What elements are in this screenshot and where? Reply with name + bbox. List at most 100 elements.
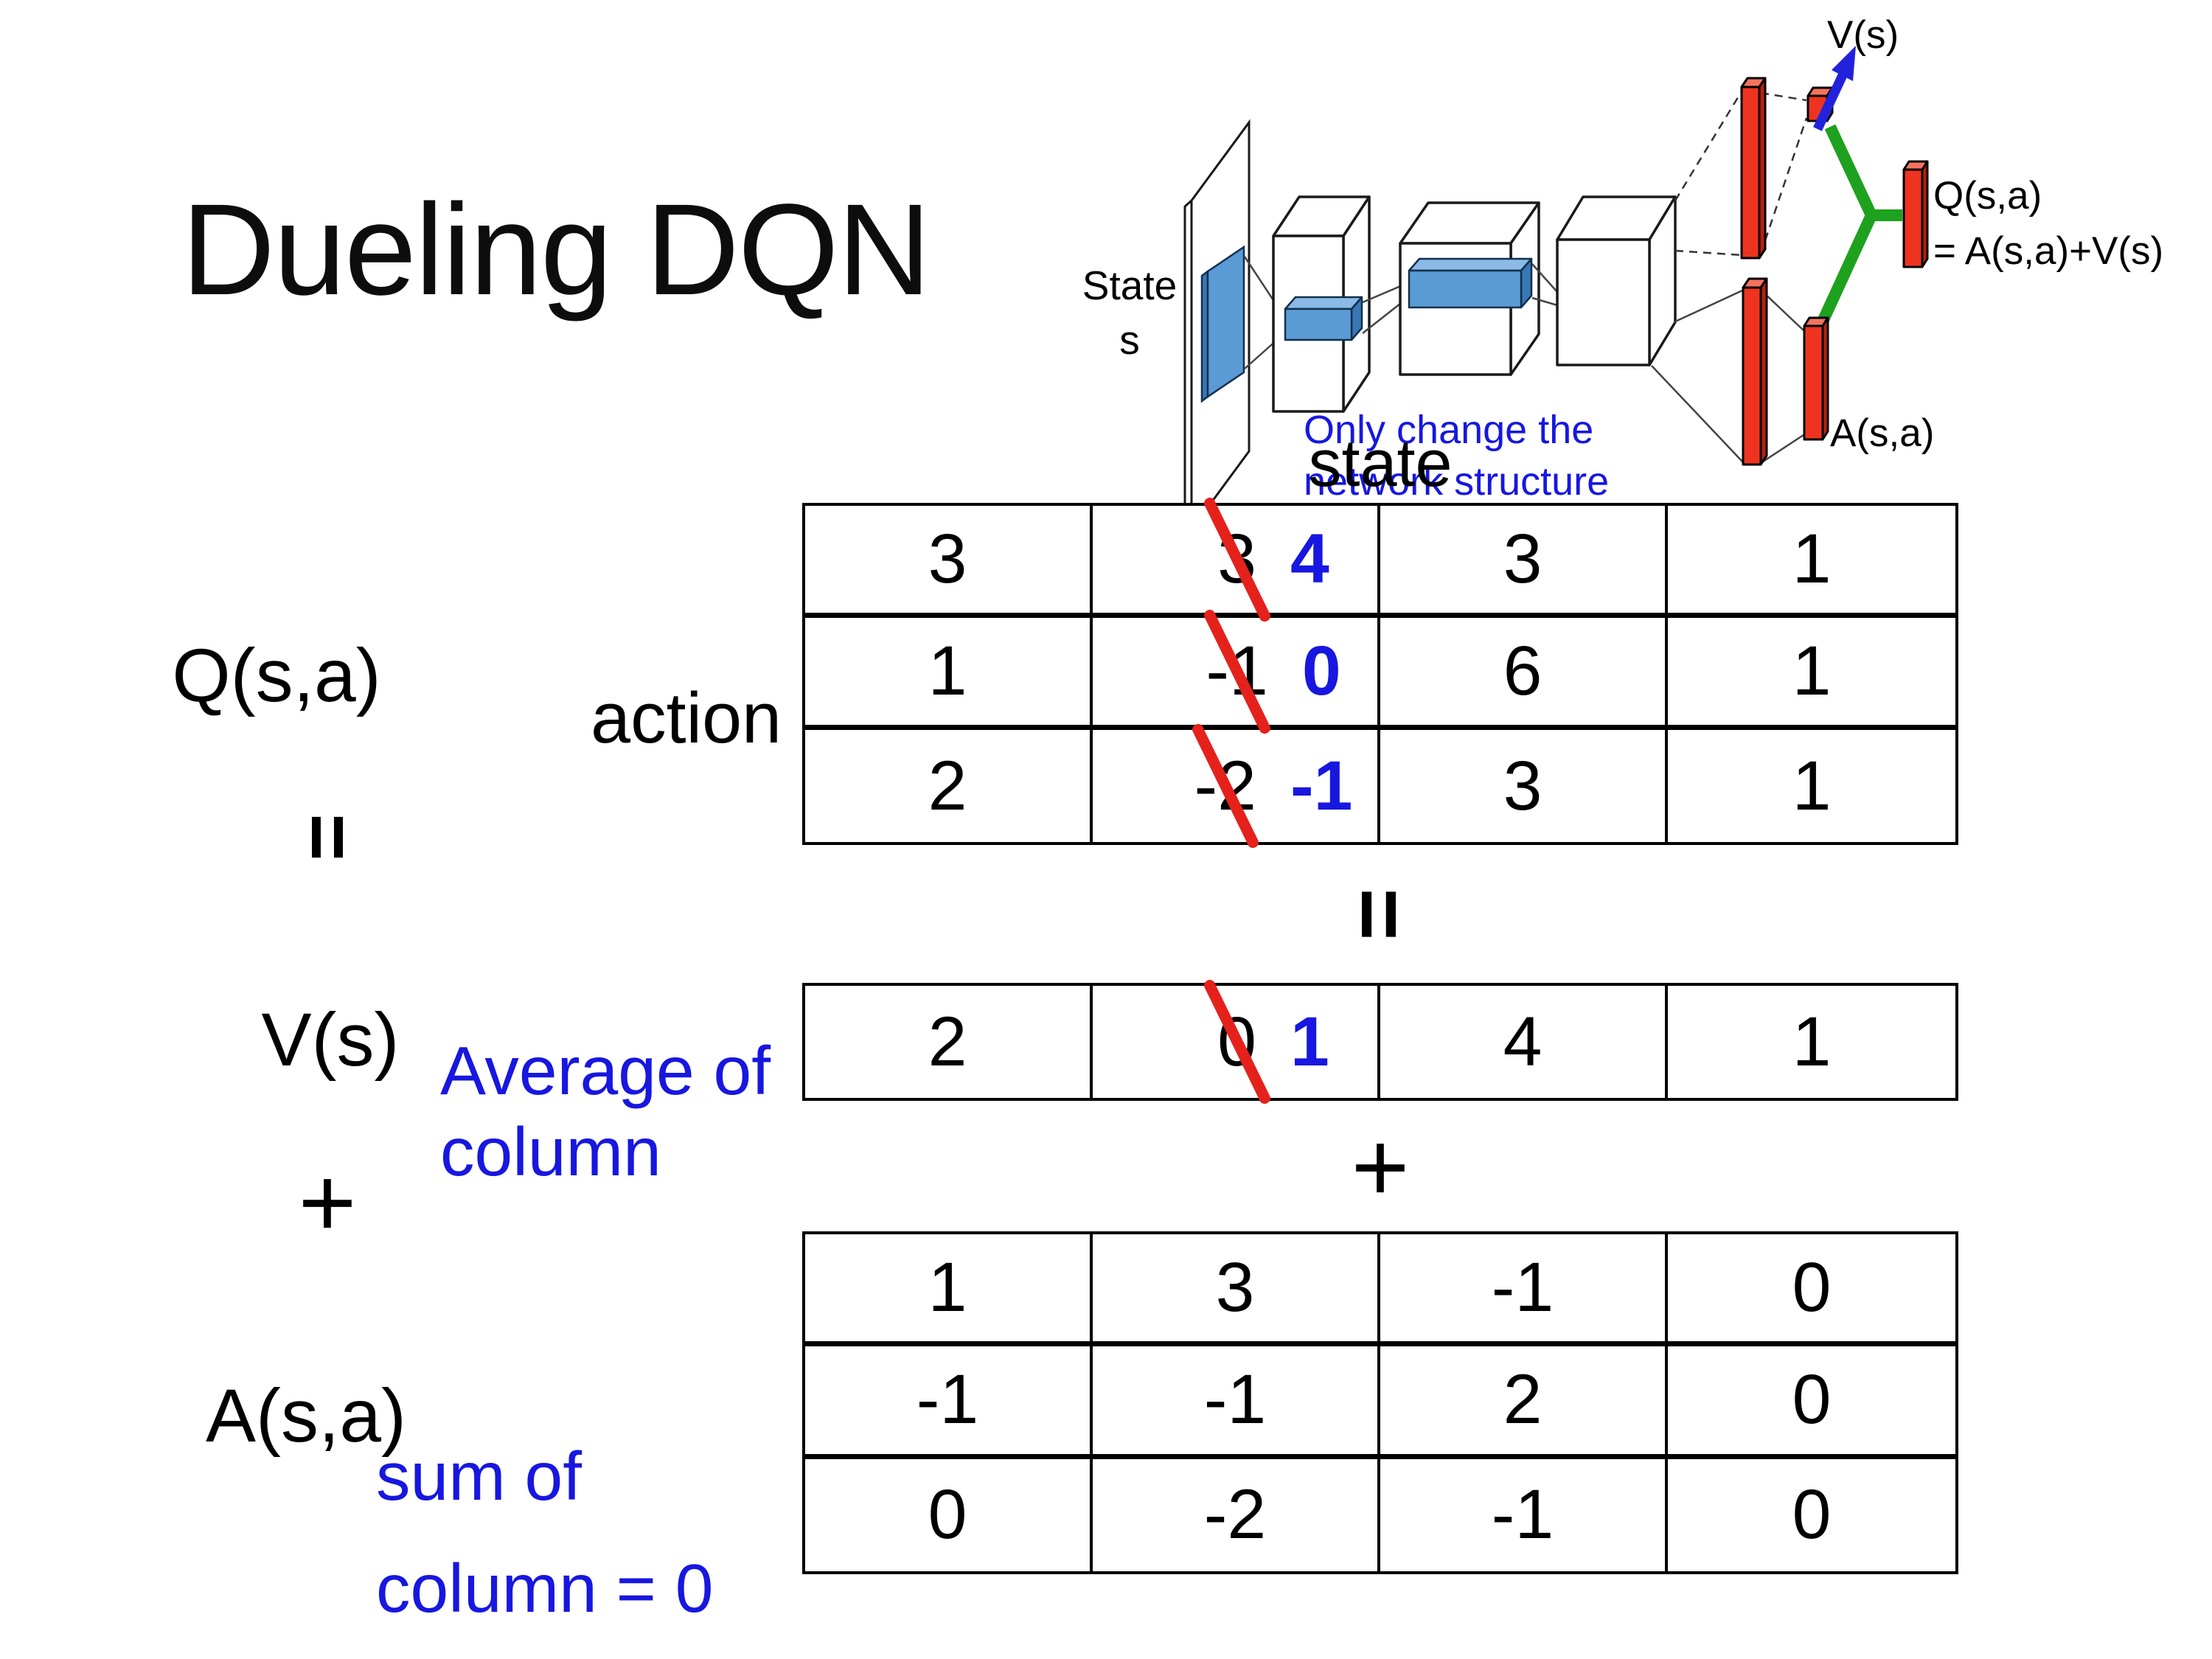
- conv-lines-3: [1531, 263, 1558, 307]
- corrected-value: -1: [1290, 746, 1353, 825]
- a-value: -1: [1491, 1475, 1554, 1554]
- a-cell: 2: [1380, 1346, 1668, 1459]
- diagram-q-label: Q(s,a) = A(s,a)+V(s): [1933, 168, 2163, 279]
- v-value: 2: [928, 1002, 967, 1081]
- q-cell: 3: [1380, 506, 1668, 618]
- diagram-note-line2: network structure: [1304, 459, 1610, 504]
- a-cell: -2: [1093, 1458, 1380, 1571]
- v-matrix-label: V(s): [261, 998, 400, 1082]
- value-stream-dashed-lines: [1674, 91, 1808, 257]
- feature-slab-1: [1284, 296, 1363, 341]
- fc-bar-advantage: [1742, 277, 1768, 466]
- a-cell: 1: [805, 1234, 1093, 1347]
- a-value: -1: [1491, 1248, 1554, 1327]
- conv-layer-1: [1272, 195, 1371, 413]
- a-cell: -1: [1093, 1346, 1380, 1459]
- advantage-stream-lines: [1651, 289, 1804, 463]
- a-cell: 0: [1668, 1346, 1955, 1459]
- diagram-q-label-line1: Q(s,a): [1933, 174, 2042, 218]
- feature-slab-2: [1408, 257, 1533, 309]
- v-cell: 2: [805, 986, 1093, 1098]
- a-cell: 0: [805, 1458, 1093, 1571]
- a-cell: 0: [1668, 1234, 1955, 1347]
- v-value: 1: [1792, 1002, 1832, 1081]
- conv-layer-3: [1556, 195, 1677, 366]
- a-cell: 3: [1093, 1234, 1380, 1347]
- a-value: -2: [1203, 1475, 1267, 1554]
- corrected-pair: -1 0: [1202, 608, 1341, 735]
- action-axis-label: action: [591, 678, 782, 758]
- a-cell: -1: [1380, 1234, 1668, 1347]
- q-cell: 3: [805, 506, 1093, 618]
- corrected-pair: 0 1: [1202, 978, 1329, 1106]
- a-matrix-label: A(s,a): [205, 1374, 407, 1458]
- diagram-value-label: V(s): [1827, 13, 1899, 57]
- a-cell: -1: [1380, 1458, 1668, 1571]
- a-cell: 0: [1668, 1459, 1955, 1571]
- q-value: 1: [1792, 632, 1832, 710]
- corrected-pair: 3 4: [1202, 495, 1329, 623]
- a-value: -1: [916, 1360, 979, 1439]
- sum-note-line1: sum of: [376, 1438, 582, 1514]
- corrected-value: 1: [1290, 1002, 1329, 1081]
- page-title: Dueling DQN: [181, 178, 931, 322]
- q-cell-corrected: 3 4: [1093, 495, 1380, 623]
- q-cell: 1: [1668, 730, 1955, 842]
- strike-mark: [1202, 495, 1272, 623]
- q-cell: 6: [1380, 618, 1668, 730]
- sum-note-line2: column = 0: [376, 1550, 714, 1627]
- average-note-line2: column: [440, 1113, 661, 1190]
- advantage-vector-bar: [1803, 316, 1829, 441]
- v-cell-corrected: 0 1: [1093, 978, 1380, 1106]
- value-arrow-icon: [1813, 46, 1856, 131]
- combine-connector: [1816, 124, 1902, 326]
- q-value: 1: [1792, 520, 1832, 598]
- left-plus-sign: +: [298, 1146, 357, 1258]
- strike-mark: [1202, 978, 1272, 1106]
- q-cell: 1: [1668, 506, 1955, 618]
- center-equals-glyph: =: [1330, 888, 1430, 941]
- average-note: Average of column: [440, 1031, 771, 1192]
- network-diagram: [1183, 46, 1929, 538]
- q-value: 6: [1503, 632, 1543, 710]
- diagram-input-label-line1: State: [1082, 262, 1178, 308]
- average-note-line1: Average of: [440, 1032, 771, 1109]
- a-value: -1: [1203, 1360, 1267, 1439]
- corrected-pair: -2 -1: [1190, 722, 1353, 850]
- old-value: -2: [1190, 722, 1261, 850]
- q-cell: 3: [1380, 730, 1668, 842]
- a-value: 1: [928, 1248, 967, 1327]
- q-value: 2: [928, 746, 967, 825]
- corrected-value: 4: [1290, 520, 1329, 598]
- a-cell: -1: [805, 1346, 1093, 1459]
- v-table: 2 0 1 4 1: [802, 978, 1958, 1106]
- q-output-bar: [1902, 160, 1929, 268]
- q-table: 3 3 4 3 1 1 -1 0 6 1 2 -2 -1 3 1: [802, 495, 1958, 850]
- a-value: 0: [1792, 1248, 1832, 1327]
- diagram-input-label: State s: [1071, 258, 1189, 368]
- input-plane-shape: [1183, 119, 1251, 538]
- v-cell: 4: [1380, 986, 1668, 1098]
- a-value: 0: [1792, 1360, 1832, 1439]
- a-value: 0: [1792, 1475, 1832, 1554]
- corrected-value: 0: [1301, 632, 1341, 710]
- old-value: 3: [1202, 495, 1272, 623]
- a-value: 3: [1215, 1248, 1255, 1327]
- q-value: 3: [928, 520, 967, 598]
- center-equals-sign: =: [805, 863, 1955, 966]
- q-value: 3: [1503, 746, 1543, 825]
- center-plus-sign: +: [1351, 1110, 1410, 1222]
- diagram-note-line1: Only change the: [1304, 408, 1594, 452]
- left-equals-sign: =: [283, 796, 374, 877]
- left-equals-glyph: =: [282, 813, 374, 861]
- q-matrix-label: Q(s,a): [172, 633, 381, 717]
- q-cell: 1: [805, 618, 1093, 730]
- input-patch: [1206, 245, 1245, 399]
- diagram-advantage-label: A(s,a): [1830, 411, 1935, 455]
- old-value: 0: [1202, 978, 1272, 1106]
- fc-bar-value: [1740, 77, 1767, 260]
- q-value: 1: [928, 632, 967, 710]
- q-value: 3: [1503, 520, 1543, 598]
- q-cell: 2: [805, 730, 1093, 842]
